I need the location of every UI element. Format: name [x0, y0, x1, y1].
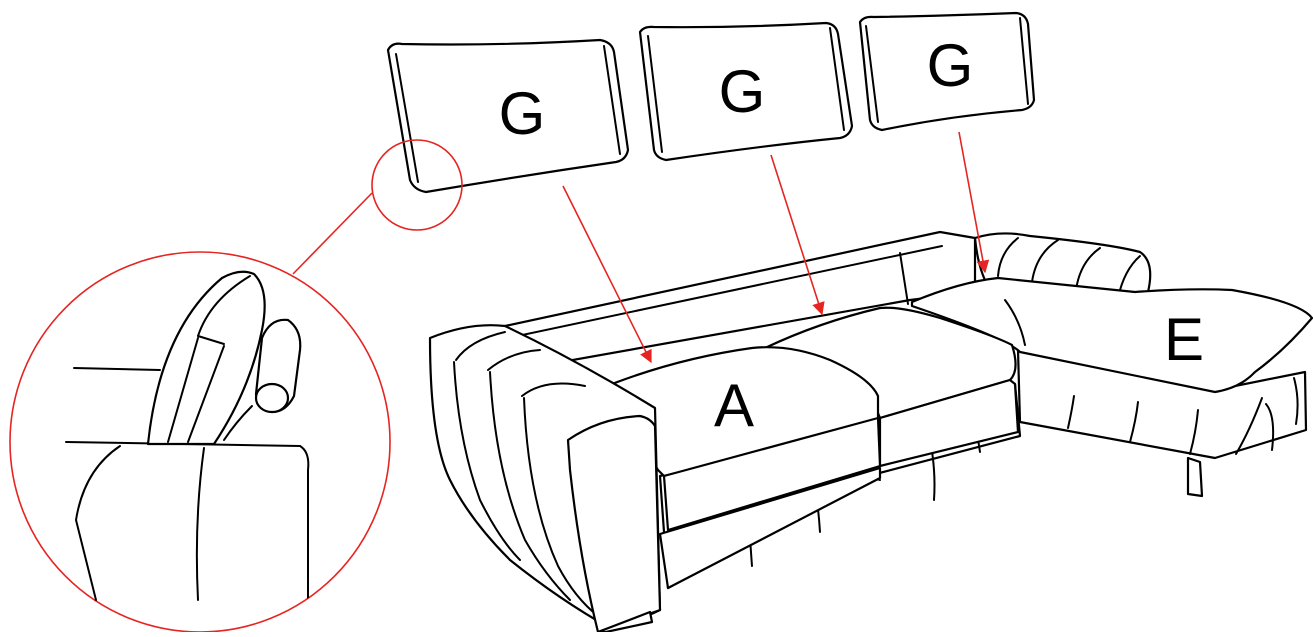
detail-zoom-view	[65, 270, 310, 601]
headrest-left: G	[386, 38, 630, 194]
callout-connector	[292, 192, 373, 275]
headrest-right-label: G	[927, 32, 974, 99]
assembly-arrows	[562, 131, 990, 364]
sofa-left-arm	[428, 324, 662, 634]
headrest-left-label: G	[499, 80, 546, 147]
chaise-label: E	[1164, 306, 1204, 373]
chaise-cushion	[910, 276, 1313, 394]
sofa-body	[428, 230, 1313, 634]
headrest-right: G	[858, 11, 1036, 132]
headrest-middle: G	[638, 21, 854, 162]
arrow-headrest-middle	[770, 154, 825, 316]
seat-cushion-label: A	[714, 372, 754, 439]
arrow-headrest-right	[958, 131, 990, 274]
callout-small-circle	[371, 139, 463, 231]
arrow-headrest-left	[562, 185, 652, 364]
detail-callout	[9, 139, 463, 633]
headrest-middle-label: G	[719, 58, 766, 125]
